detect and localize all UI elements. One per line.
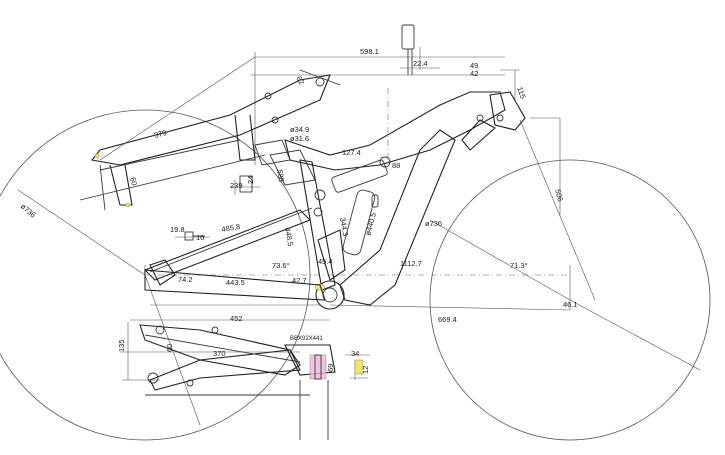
dim-22: 22.4 <box>413 59 428 68</box>
dim-bb-label: BBX92X441 <box>290 336 323 342</box>
dim-115: 115 <box>515 86 528 100</box>
dim-60-swingarm: 60 <box>165 344 174 352</box>
main-frame <box>144 91 526 310</box>
dim-239: 239 <box>230 181 243 190</box>
dim-49: 49 <box>470 61 478 70</box>
dim-24: 24 <box>246 176 255 184</box>
swingarm-drawing <box>139 324 364 440</box>
dim-454: 45.4 <box>318 257 333 266</box>
dim-588: 588 <box>275 169 286 183</box>
dim-62: 62 <box>294 75 306 87</box>
dim-135: 135 <box>117 339 126 352</box>
dim-379: 379 <box>153 128 167 140</box>
dim-198: 19.8 <box>170 225 185 234</box>
dim-598: 598.1 <box>360 47 379 56</box>
dim-34: 34 <box>351 349 359 358</box>
dim-316: ø31.6 <box>290 134 309 143</box>
wheel-diameter-lines <box>17 189 701 426</box>
dim-4405: ø440.5 <box>363 212 378 237</box>
dim-349: ø34.9 <box>290 125 309 134</box>
front-wheel <box>429 159 711 441</box>
dim-1274: 127.4 <box>342 148 361 157</box>
dim-4485: 448.5 <box>283 227 295 247</box>
dim-88: 88 <box>392 161 400 170</box>
dim-3443: 344.3 <box>338 217 350 237</box>
suspension-fork-drawing <box>79 56 341 211</box>
dim-736-left: ø736 <box>19 202 38 220</box>
dim-4858: 485.8 <box>221 222 241 234</box>
dim-12: 12 <box>361 366 370 374</box>
dim-506: 506 <box>553 188 565 202</box>
dim-4435: 443.5 <box>226 278 245 287</box>
dim-736-right: ø736 <box>425 219 442 228</box>
dim-713: 71.3° <box>510 261 528 270</box>
dim-736deg: 73.6° <box>272 261 290 270</box>
dim-42: 42 <box>470 69 478 78</box>
detail-bolt-icon <box>184 175 253 241</box>
dim-370: 370 <box>213 349 226 358</box>
dim-742: 74.2 <box>178 275 193 284</box>
dim-16: 16 <box>196 233 204 242</box>
stem-and-seatpost <box>401 24 415 75</box>
dim-11127: 1112.7 <box>400 259 422 268</box>
dim-69: 69 <box>326 364 335 372</box>
dim-461: 46.1 <box>563 300 578 309</box>
dim-6694: 669.4 <box>438 315 457 324</box>
dim-60-fork: 60 <box>128 176 139 186</box>
dim-452: 452 <box>230 314 243 323</box>
dim-427: 42.7 <box>292 276 307 285</box>
